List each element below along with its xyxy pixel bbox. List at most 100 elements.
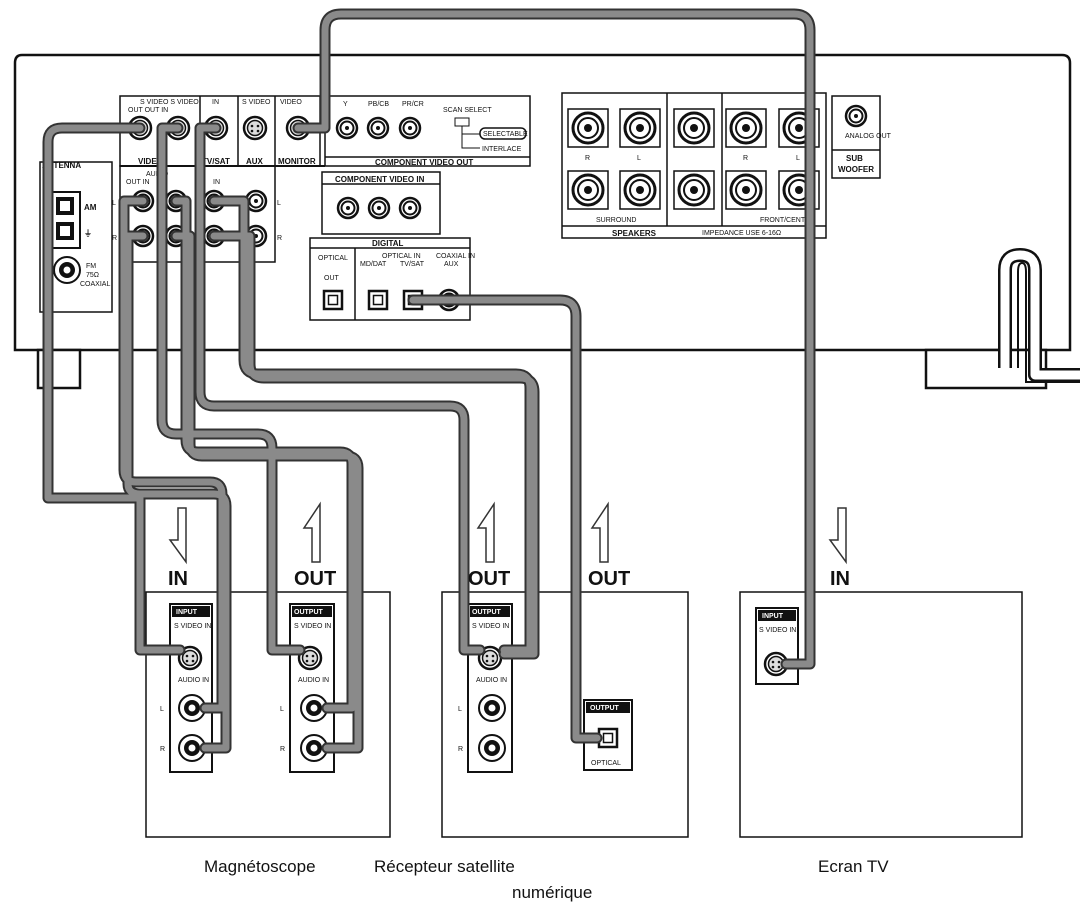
comp-out-pr-jack[interactable] (398, 116, 422, 140)
surround-r-label: R (585, 155, 590, 162)
subwoofer-section: ANALOG OUT SUB WOOFER (831, 95, 892, 179)
comp-out-label: COMPONENT VIDEO OUT (375, 158, 473, 167)
comp-in-pr-jack[interactable] (398, 196, 422, 220)
front-l-label: L (796, 155, 800, 162)
aux-l-label: L (277, 200, 281, 207)
video-label: VIDEO (138, 157, 163, 166)
vcr-audio-in-label: AUDIO IN (178, 677, 209, 684)
digital-label: DIGITAL (372, 239, 404, 248)
tvsat-audio-in-label: IN (213, 179, 220, 186)
front-r-label: R (743, 155, 748, 162)
component-video-out-section: Y PB/CB PR/CR SCAN SELECT SELECTABLE INT… (324, 95, 531, 167)
caption-vcr: Magnétoscope (204, 857, 316, 876)
tvsat-in-label: IN (212, 99, 219, 106)
vcr-in-label: IN (168, 568, 188, 590)
comp-in-pb-jack[interactable] (367, 196, 391, 220)
aux-digital-label: AUX (444, 261, 459, 268)
sat-optical-label: OPTICAL (591, 760, 621, 767)
pb-label: PB/CB (368, 101, 389, 108)
aux-label: AUX (246, 157, 264, 166)
analog-out-label: ANALOG OUT (845, 133, 892, 140)
am-label: AM (84, 203, 97, 212)
front-center-label: FRONT/CENTER (760, 217, 815, 224)
vcr-l-label: L (160, 706, 164, 713)
vcr-out-l-label: L (280, 706, 284, 713)
subwoofer-out-jack[interactable] (844, 104, 868, 128)
component-video-in-section: COMPONENT VIDEO IN (321, 171, 441, 235)
sat-out-label-1: OUT (468, 568, 510, 590)
vcr-r-label: R (160, 746, 165, 753)
comp-out-y-jack[interactable] (335, 116, 359, 140)
scan-select-label: SCAN SELECT (443, 107, 492, 114)
sat-out-label-2: OUT (588, 568, 630, 590)
comp-out-pb-jack[interactable] (366, 116, 390, 140)
sat-output-tag: OUTPUT (472, 609, 502, 616)
svideo-top-label: S VIDEO S VIDEO (140, 99, 199, 106)
selectable-label: SELECTABLE (483, 131, 528, 138)
tv-input-tag: INPUT (762, 613, 784, 620)
arrow-tv-in (828, 507, 847, 565)
sub-label: SUB (846, 154, 863, 163)
speaker-center-minus[interactable] (672, 169, 716, 211)
monitor-label: MONITOR (278, 157, 316, 166)
optical-in-label: OPTICAL IN (382, 253, 421, 260)
tv-screen-device: INPUT S VIDEO IN (739, 591, 1023, 838)
vcr-audio-out-label: AUDIO IN (298, 677, 329, 684)
aux-svideo-label: S VIDEO (242, 99, 271, 106)
optical-in-mddat-jack[interactable] (367, 289, 389, 311)
arrow-vcr-out (302, 501, 321, 563)
vcr-svideo-in-label: S VIDEO IN (174, 623, 211, 630)
vcr-out-r-label: R (280, 746, 285, 753)
digital-section: DIGITAL OPTICAL OUT OPTICAL IN MD/DAT TV… (309, 237, 475, 321)
sat-l-label: L (458, 706, 462, 713)
optical-out-label: OPTICAL (318, 255, 348, 262)
speakers-section: R L R L SURROUND FRONT/CENTER SPEAKERS I… (561, 92, 827, 239)
speaker-surround-l-minus[interactable] (618, 169, 662, 211)
tvsat-label: TV/SAT (202, 157, 230, 166)
sat-audio-out-r-jack[interactable] (478, 734, 506, 762)
optical-out-jack[interactable] (322, 289, 344, 311)
comp-in-y-jack[interactable] (336, 196, 360, 220)
fm-coaxial-label: COAXIAL (80, 281, 110, 288)
arrow-sat-out-2 (590, 501, 609, 563)
vcr-out-label: OUT (294, 568, 336, 590)
sat-audio-out-l-jack[interactable] (478, 694, 506, 722)
aux-svideo-in-jack[interactable] (242, 115, 268, 141)
out-label: OUT (324, 275, 340, 282)
speaker-surround-r-minus[interactable] (566, 169, 610, 211)
ground-symbol: ⏚ (84, 229, 92, 238)
speaker-surround-r-plus[interactable] (566, 107, 610, 149)
fm-antenna-jack[interactable] (53, 256, 81, 284)
speaker-surround-l-plus[interactable] (618, 107, 662, 149)
comp-in-label: COMPONENT VIDEO IN (335, 175, 425, 184)
audio-l-label: L (112, 200, 116, 207)
sat-svideo-label: S VIDEO IN (472, 623, 509, 630)
caption-tv: Ecran TV (818, 857, 889, 876)
surround-l-label: L (637, 155, 641, 162)
interlace-label: INTERLACE (482, 146, 522, 153)
speaker-front-r-plus[interactable] (724, 107, 768, 149)
tv-sat-digital-label: TV/SAT (400, 261, 425, 268)
vcr-input-tag: INPUT (176, 609, 198, 616)
out-in-top-label: OUT OUT IN (128, 107, 168, 114)
sat-audio-label: AUDIO IN (476, 677, 507, 684)
out-in-audio-label: OUT IN (126, 179, 150, 186)
sat-optical-tag: OUTPUT (590, 705, 620, 712)
fm-ohm-label: 75Ω (86, 272, 99, 279)
sat-r-label: R (458, 746, 463, 753)
vcr-output-tag: OUTPUT (294, 609, 324, 616)
arrow-sat-out-1 (476, 501, 495, 563)
audio-r-label: R (112, 235, 117, 242)
arrow-vcr-in (168, 507, 187, 565)
caption-sat-line2: numérique (512, 883, 592, 902)
antenna-label: ANTENNA (42, 161, 81, 170)
speaker-center-plus[interactable] (672, 107, 716, 149)
caption-sat-line1: Récepteur satellite (374, 857, 515, 876)
woofer-label: WOOFER (838, 165, 874, 174)
speaker-front-r-minus[interactable] (724, 169, 768, 211)
impedance-label: IMPEDANCE USE 6-16Ω (702, 230, 781, 237)
fm-label: FM (86, 263, 96, 270)
tv-svideo-in-label: S VIDEO IN (759, 627, 796, 634)
pr-label: PR/CR (402, 101, 424, 108)
